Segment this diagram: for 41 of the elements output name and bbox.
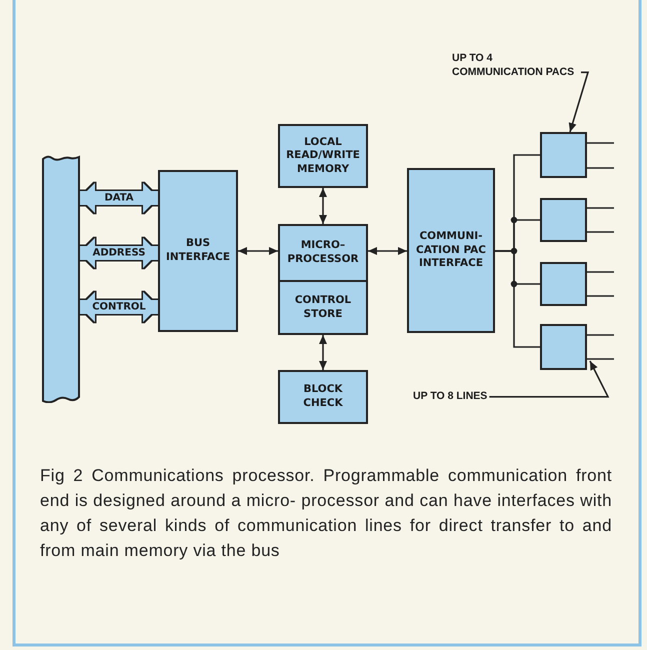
leader-line [489, 360, 610, 398]
output-line [587, 167, 614, 169]
output-line [587, 358, 614, 360]
box-label: BUS INTERFACE [164, 237, 232, 265]
box-label: LOCAL READ/WRITE MEMORY [285, 136, 361, 176]
box-label: BLOCK CHECK [302, 383, 344, 411]
box-label: MICRO– PROCESSOR [286, 239, 360, 267]
annotation-text: UP TO 8 LINES [413, 390, 488, 404]
arrow [238, 247, 278, 255]
bus-arrow [80, 183, 158, 213]
output-line [587, 295, 614, 297]
bus-bar [42, 155, 80, 403]
output-line [587, 271, 614, 273]
output-line [587, 334, 614, 336]
output-line [587, 231, 614, 233]
edge-label: ADDRESS [92, 248, 146, 258]
caption: Fig 2 Communications processor. Programmable communication front end is designed around a micro- processor and can have interfaces with any of several kinds of communication lines for direct transfer to and from main memory via the bus [40, 465, 612, 562]
arrow [319, 335, 327, 370]
pac-box [540, 262, 587, 306]
pac-box [540, 324, 587, 370]
edge-label: CONTROL [91, 302, 147, 312]
arrow [319, 188, 327, 224]
interface-box [407, 168, 495, 333]
pac-box [540, 198, 587, 242]
process-box [278, 370, 368, 424]
bus-arrow [80, 292, 158, 322]
pac-box [540, 132, 587, 178]
arrow [368, 247, 407, 255]
output-line [587, 142, 614, 144]
process-box [158, 170, 238, 332]
output-line [587, 207, 614, 209]
bus-arrow [80, 238, 158, 268]
annotation-text: UP TO 4 COMMUNICATION PACS [452, 52, 576, 80]
memory-box [278, 124, 368, 188]
box-label: COMMUNI- CATION PAC INTERFACE [414, 230, 488, 271]
leader-line [568, 71, 590, 132]
store-box [278, 280, 368, 335]
connector-line [495, 250, 540, 348]
box-label: CONTROL STORE [294, 294, 352, 322]
processor-box [278, 224, 368, 282]
edge-label: DATA [103, 192, 135, 204]
